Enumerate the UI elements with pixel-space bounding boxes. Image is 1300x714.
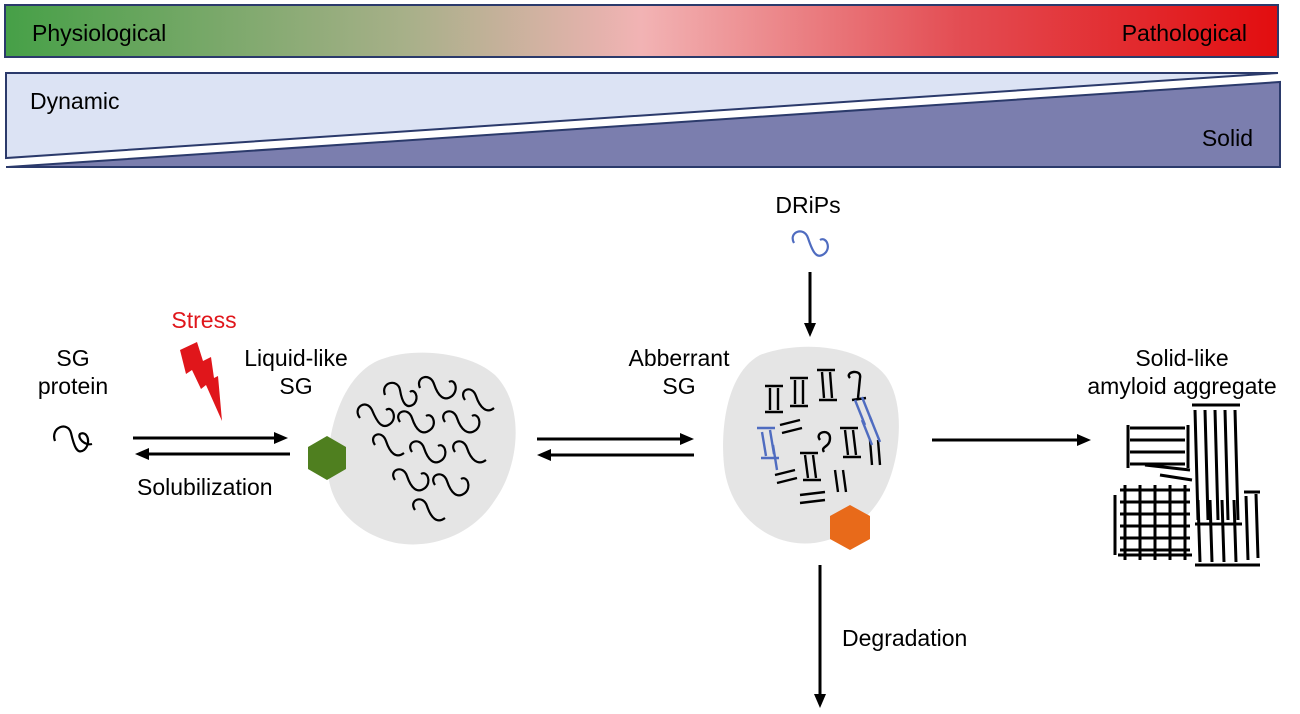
drips: DRiPs (775, 192, 841, 337)
reverse-arrow-head (135, 448, 149, 460)
sg-protein-label-line2: protein (38, 373, 108, 399)
liquid-granule-body (327, 352, 516, 545)
aberrant-sg-label-line2: SG (662, 373, 695, 399)
drips-label: DRiPs (775, 192, 840, 218)
drips-arrow-head (804, 323, 816, 337)
degradation-pathway: Degradation (814, 565, 967, 708)
aberrant-sg-label-line1: Abberrant (628, 345, 730, 371)
degradation-arrow-head (814, 694, 826, 708)
assembly-equilibrium-arrows: Solubilization (133, 432, 290, 500)
reverse-arrow-head-2 (537, 449, 551, 461)
pathological-label: Pathological (1122, 20, 1247, 46)
physiological-label: Physiological (32, 20, 166, 46)
solid-amyloid-aggregate: Solid-like amyloid aggregate (1087, 345, 1277, 567)
forward-arrow-head (274, 432, 288, 444)
solubilization-label: Solubilization (137, 474, 273, 500)
dynamic-label: Dynamic (30, 88, 119, 114)
degradation-label: Degradation (842, 625, 967, 651)
solid-label: Solid (1202, 125, 1253, 151)
amyloid-fibril-stack (1113, 403, 1260, 567)
aberrant-granule-body (723, 346, 899, 544)
hexagon-icon (308, 436, 346, 480)
aberrant-misfolded-proteins (765, 368, 882, 505)
solid-label-line2: amyloid aggregate (1087, 373, 1276, 399)
sg-protein: SG protein (38, 345, 108, 453)
physiology-gradient-bar: Physiological Pathological (4, 4, 1279, 58)
aberrant-equilibrium-arrows (537, 433, 694, 461)
liquid-sg-label-line1: Liquid-like (244, 345, 348, 371)
stress-indicator: Stress (171, 307, 237, 421)
solid-arrow-head (1077, 434, 1091, 446)
gradient-bar-fill (4, 4, 1279, 58)
liquid-granule-proteins (356, 375, 495, 522)
sg-protein-label-line1: SG (56, 345, 89, 371)
solidification-arrow (932, 434, 1091, 446)
lightning-bolt-icon (180, 342, 222, 421)
unfolded-protein-icon (53, 425, 93, 453)
drips-protein-icon (791, 230, 829, 257)
liquid-sg-label-line2: SG (279, 373, 312, 399)
hexagon-icon (830, 505, 870, 550)
dynamic-solid-bar: Dynamic Solid (5, 72, 1281, 168)
stress-label: Stress (171, 307, 236, 333)
drips-in-granule (757, 396, 882, 471)
solid-label-line1: Solid-like (1135, 345, 1228, 371)
forward-arrow-head-2 (680, 433, 694, 445)
liquid-like-sg: Liquid-like SG (244, 345, 516, 545)
aberrant-sg: Abberrant SG (628, 345, 899, 550)
